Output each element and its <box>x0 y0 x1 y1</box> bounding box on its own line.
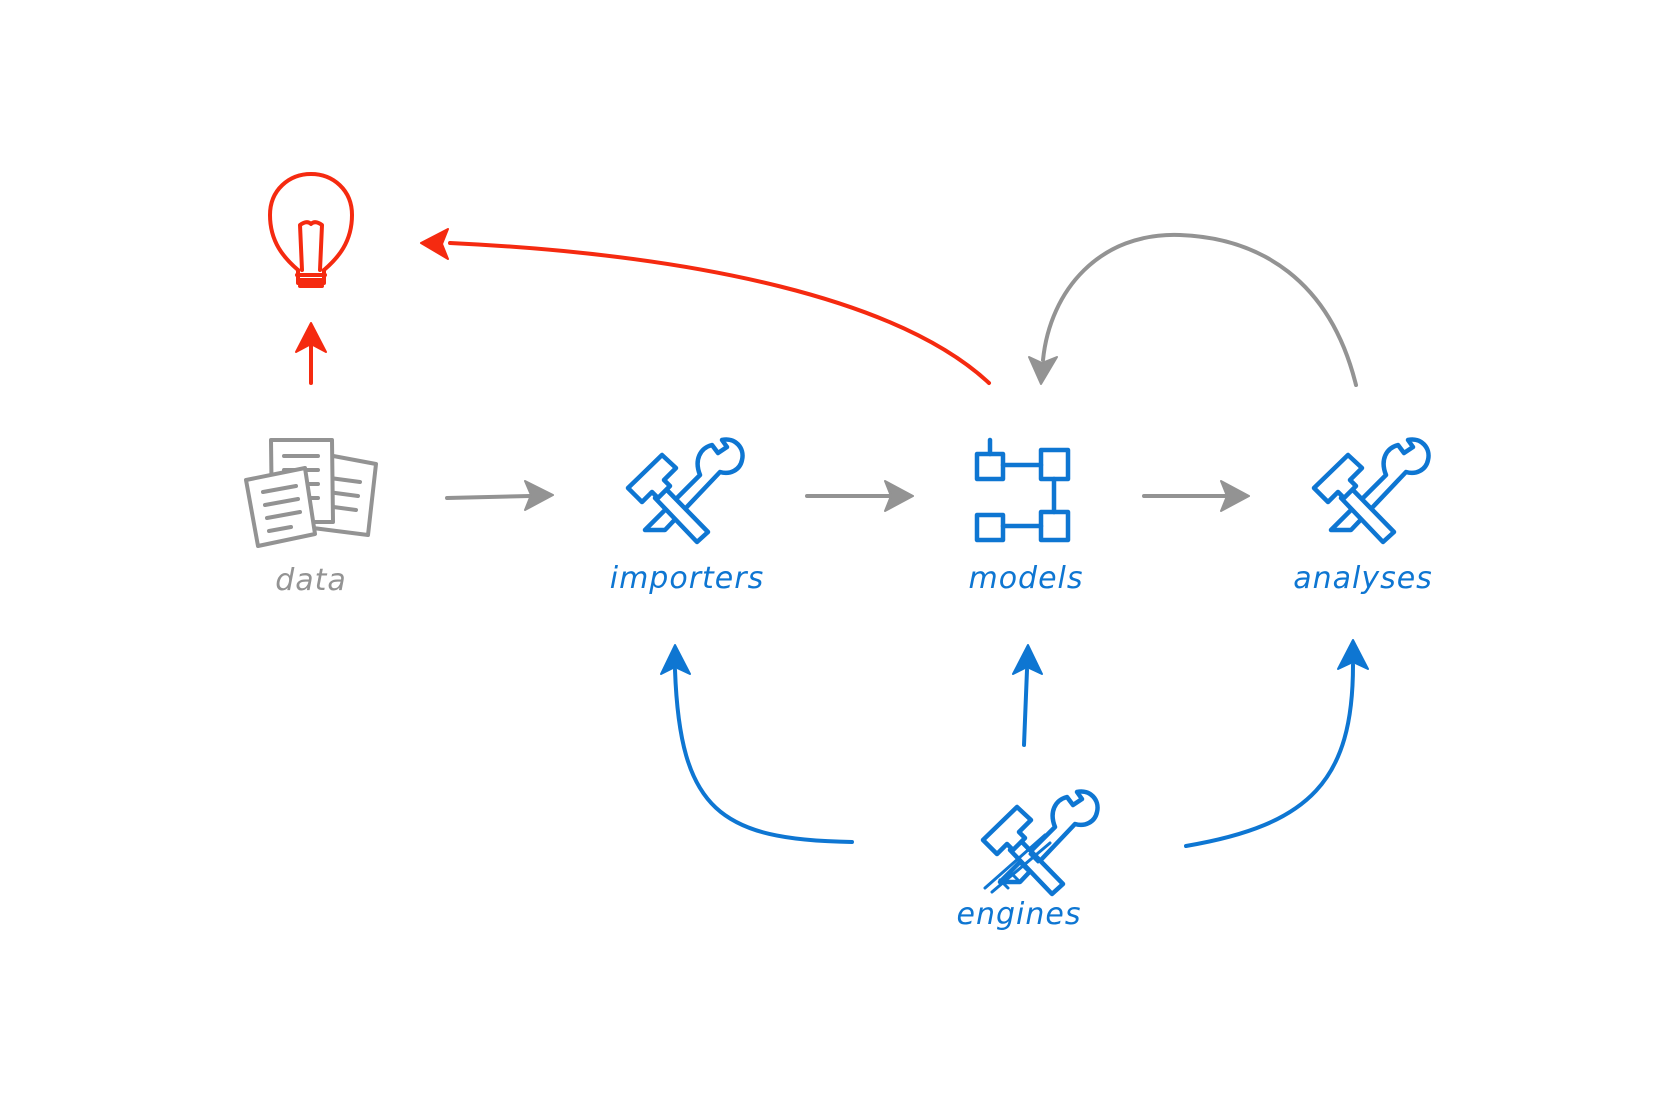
tools-engine-icon <box>980 789 1100 897</box>
lightbulb-icon <box>268 172 354 288</box>
arrow-data-to-insight <box>295 322 327 385</box>
node-insight <box>268 172 354 288</box>
arrow-models-to-analyses <box>1142 480 1250 512</box>
documents-icon <box>244 438 378 548</box>
tools-icon <box>1311 437 1431 545</box>
node-engines: engines <box>957 789 1100 932</box>
arrow-engines-to-analyses <box>1184 639 1369 848</box>
arrow-engines-to-models <box>1012 644 1043 747</box>
node-models: models <box>968 437 1083 596</box>
arrow-analyses-to-models <box>1028 232 1358 387</box>
node-label-analyses: analyses <box>1293 561 1433 596</box>
node-label-data: data <box>275 563 347 598</box>
model-diagram-icon <box>974 437 1071 543</box>
node-importers: importers <box>610 437 764 596</box>
node-data: data <box>244 438 378 598</box>
arrow-engines-to-importers <box>660 644 854 844</box>
node-label-models: models <box>968 561 1083 596</box>
node-label-importers: importers <box>610 561 764 596</box>
arrow-importers-to-models <box>805 480 914 512</box>
arrow-data-to-importers <box>445 480 554 511</box>
arrow-models-to-insight <box>420 228 991 385</box>
node-label-engines: engines <box>957 897 1082 932</box>
node-analyses: analyses <box>1293 437 1433 596</box>
tools-icon <box>625 437 745 545</box>
